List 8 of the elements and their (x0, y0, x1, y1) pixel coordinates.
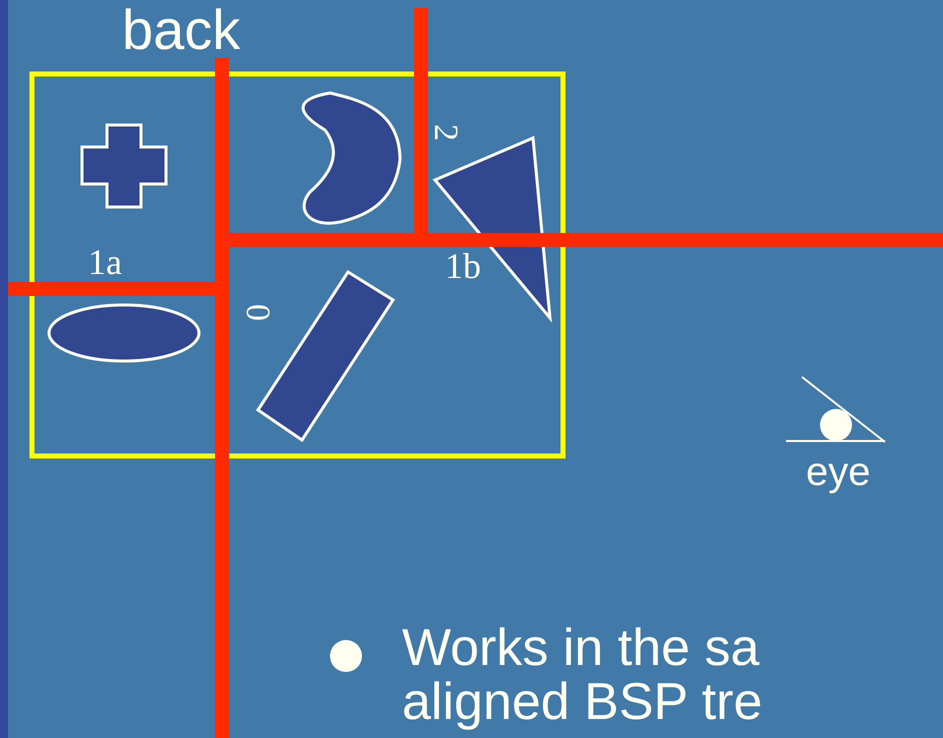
view-label: back (122, 2, 240, 58)
partition-label: 2 (428, 124, 462, 141)
region-label: 1b (445, 248, 481, 284)
bullet-text: aligned BSP tre (402, 676, 762, 728)
partition-label: 0 (240, 304, 274, 321)
eye-label: eye (806, 452, 870, 492)
bullet-text: Works in the sa (402, 622, 760, 674)
region-label: 1a (88, 244, 122, 280)
